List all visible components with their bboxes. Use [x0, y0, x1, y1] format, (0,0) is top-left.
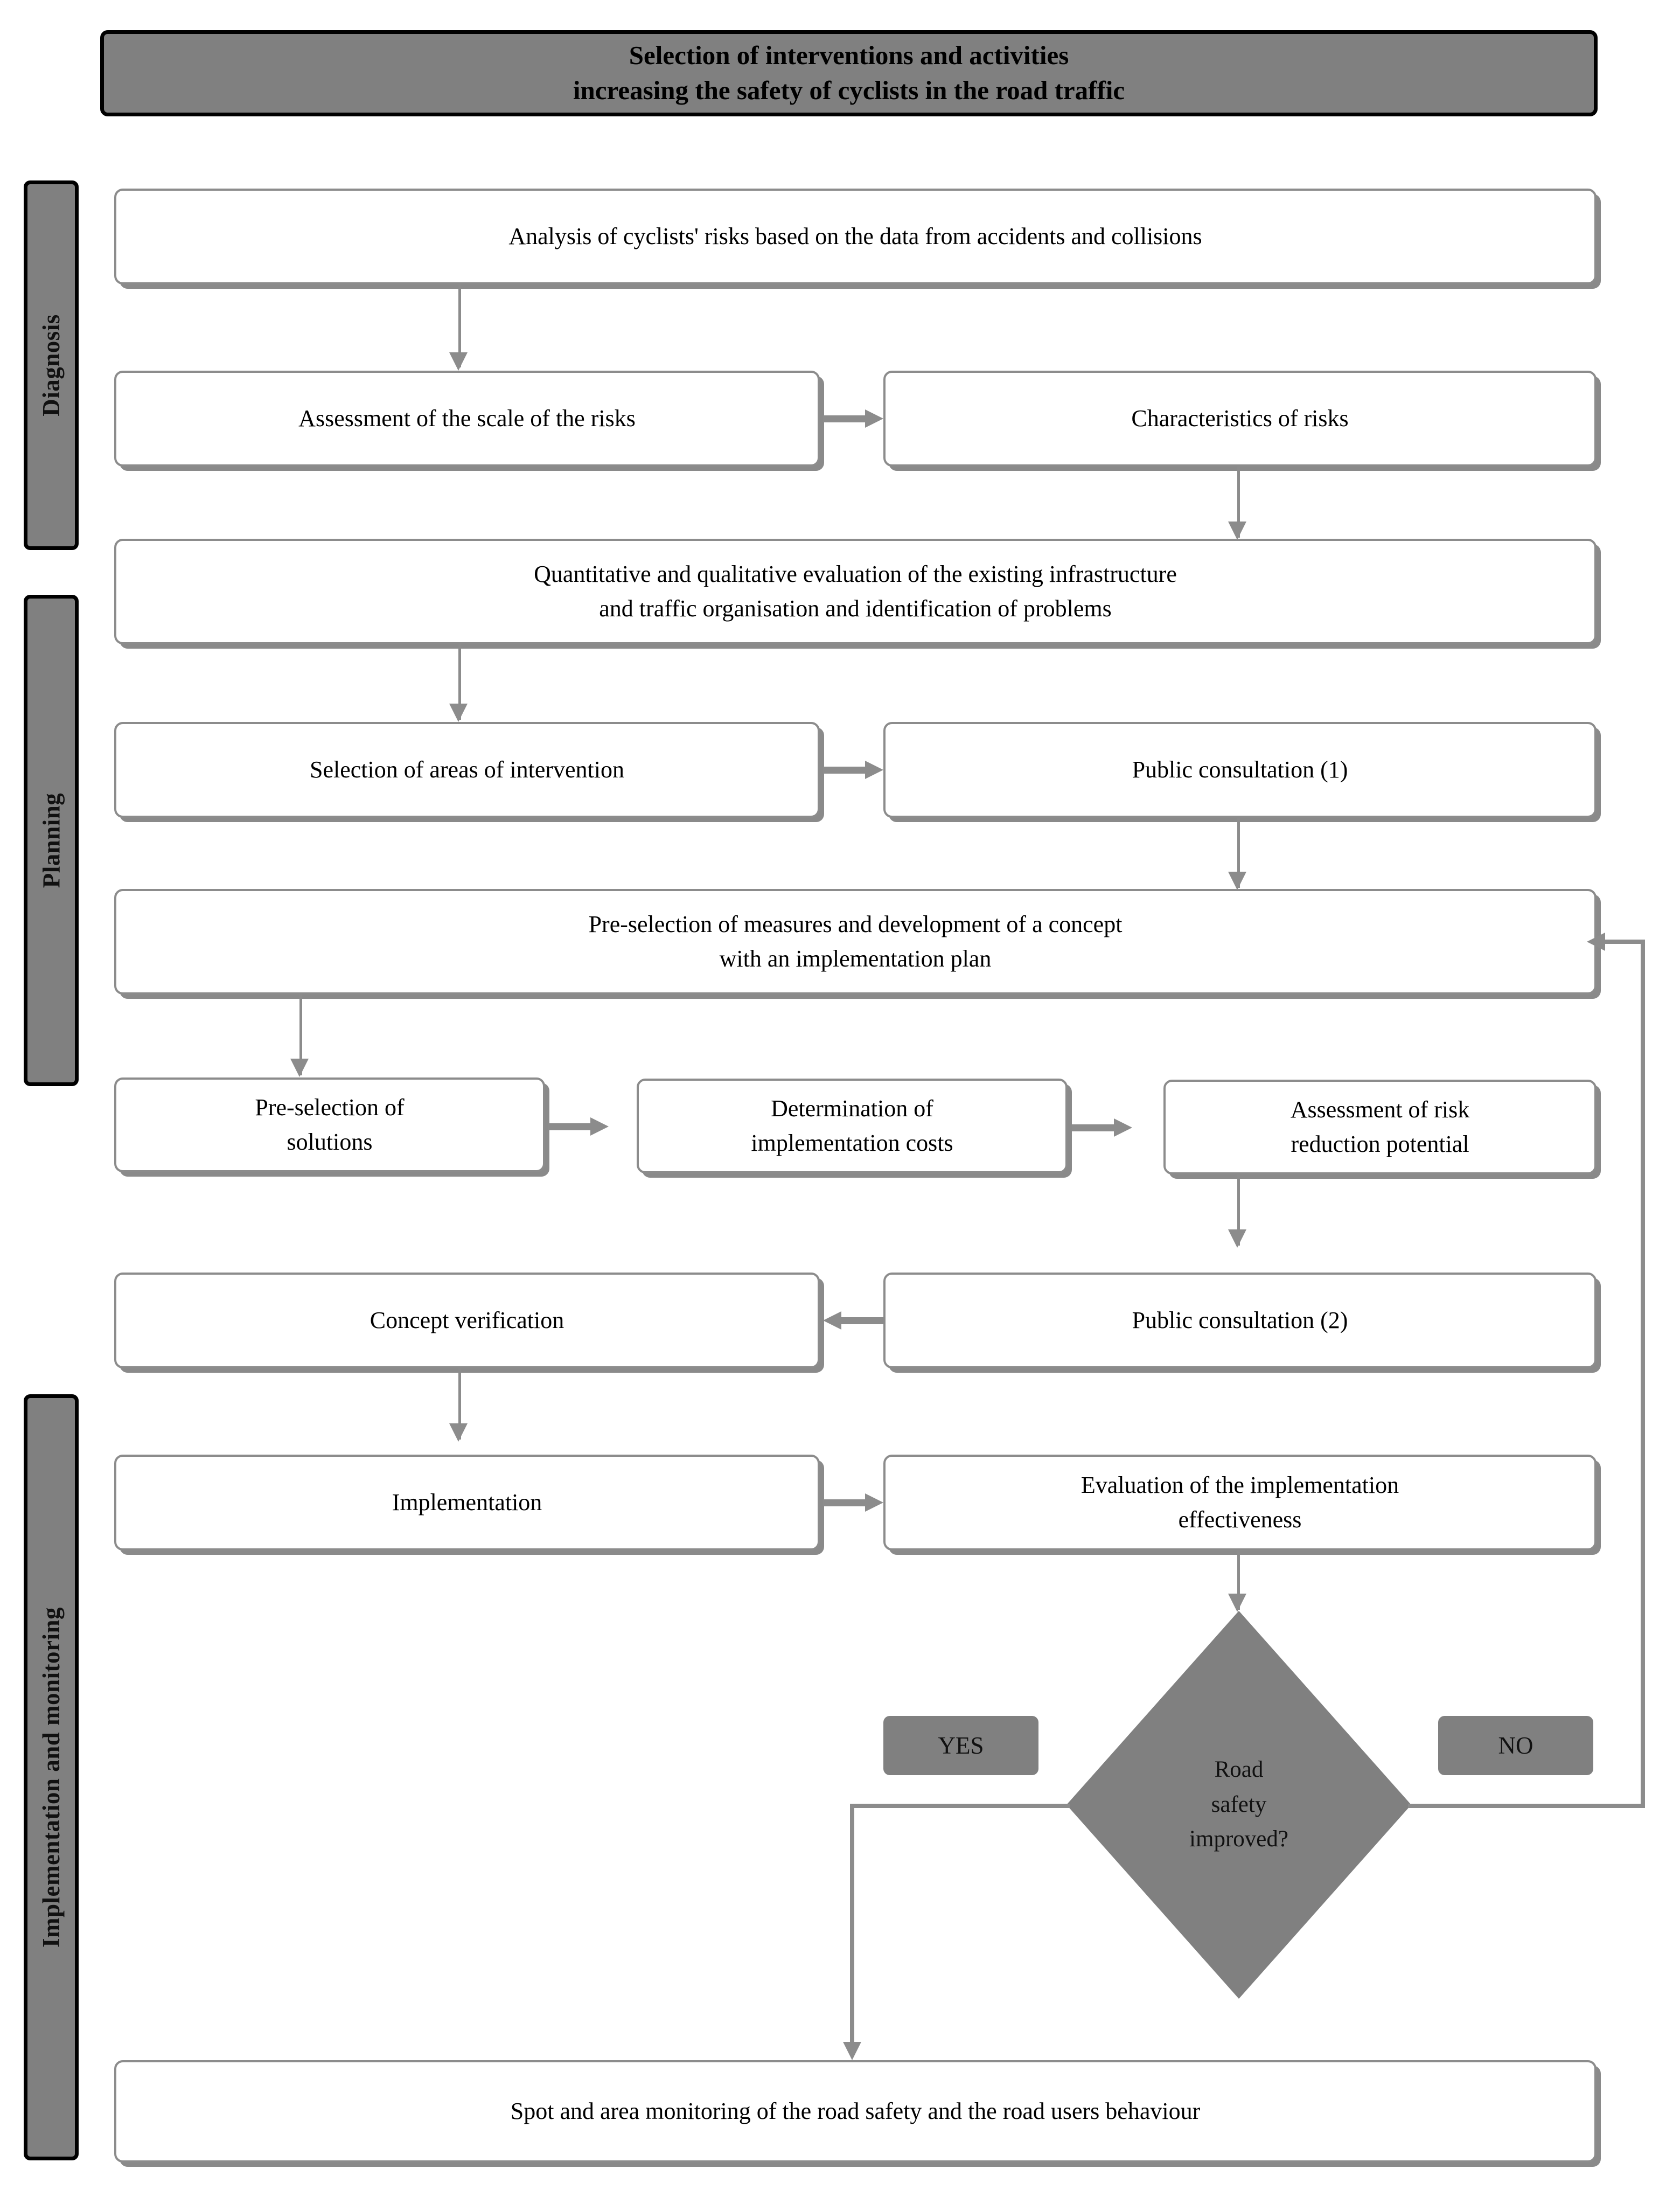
node-preselection-solutions-line-2: solutions: [287, 1129, 373, 1155]
node-selection-of-areas-of-intervention[interactable]: Selection of areas of intervention: [114, 722, 820, 818]
arrowhead-evaluation-to-selection-areas: [449, 704, 468, 722]
node-evaluation-effectiveness-line-1: Evaluation of the implementation: [1081, 1472, 1399, 1499]
edge-preselection-measures-to-solutions: [299, 995, 302, 1075]
edge-no-horizontal-bottom: [1408, 1804, 1645, 1808]
node-assessment-risk-line-1: Assessment of risk: [1290, 1096, 1470, 1123]
arrowhead-concept-verification-to-implementation: [449, 1423, 468, 1442]
node-evaluation-of-implementation-effectiveness[interactable]: Evaluation of the implementation effecti…: [883, 1455, 1597, 1551]
phase-label-diagnosis: Diagnosis: [38, 314, 65, 416]
node-determination-costs-line-1: Determination of: [771, 1095, 933, 1122]
node-evaluation-effectiveness-line-2: effectiveness: [1178, 1506, 1302, 1533]
arrowhead-characteristics-to-evaluation: [1228, 522, 1246, 540]
decision-question-label: Road safety improved?: [1189, 1757, 1288, 1852]
edge-implementation-to-evaluation-effectiveness: [823, 1499, 869, 1506]
edge-evaluation-to-selection-areas: [458, 644, 461, 720]
node-preselection-solutions-line-1: Pre-selection of: [255, 1094, 405, 1121]
node-public-consultation-2-label: Public consultation (2): [1132, 1307, 1348, 1334]
arrowhead-consultation-1-to-preselection-measures: [1228, 872, 1246, 890]
edge-no-horizontal-top: [1603, 940, 1645, 944]
edge-characteristics-to-evaluation: [1237, 467, 1240, 538]
edge-analysis-to-assessment: [458, 284, 461, 367]
arrowhead-analysis-to-assessment: [449, 352, 468, 371]
edge-solutions-to-costs: [548, 1123, 595, 1130]
phase-label-planning: Planning: [38, 792, 65, 888]
node-analysis-label: Analysis of cyclists' risks based on the…: [508, 223, 1202, 250]
node-preselection-measures-line-1: Pre-selection of measures and developmen…: [588, 911, 1123, 938]
node-preselection-of-measures-and-concept[interactable]: Pre-selection of measures and developmen…: [114, 889, 1597, 995]
node-preselection-measures-line-2: with an implementation plan: [719, 945, 992, 972]
arrowhead-assessment-to-characteristics: [865, 409, 883, 428]
edge-evaluation-effectiveness-to-decision: [1237, 1551, 1240, 1610]
arrowhead-consultation-2-to-concept-verification: [823, 1311, 841, 1330]
edge-no-vertical: [1641, 940, 1645, 1808]
no-label: NO: [1498, 1732, 1533, 1759]
arrowhead-costs-to-risk-assessment: [1114, 1118, 1132, 1137]
arrowhead-selection-areas-to-consultation-1: [865, 761, 883, 779]
node-quantitative-qualitative-evaluation[interactable]: Quantitative and qualitative evaluation …: [114, 539, 1597, 644]
edge-concept-verification-to-implementation: [458, 1368, 461, 1440]
node-public-consultation-1[interactable]: Public consultation (1): [883, 722, 1597, 818]
node-concept-verification[interactable]: Concept verification: [114, 1273, 820, 1368]
decision-road-safety-improved[interactable]: Road safety improved?: [1066, 1611, 1411, 1999]
edge-risk-assessment-to-consultation-2: [1237, 1174, 1240, 1246]
arrowhead-evaluation-effectiveness-to-decision: [1228, 1594, 1246, 1612]
node-spot-and-area-monitoring[interactable]: Spot and area monitoring of the road saf…: [114, 2060, 1597, 2163]
edge-yes-vertical: [850, 1804, 854, 2052]
node-determination-of-implementation-costs[interactable]: Determination of implementation costs: [637, 1079, 1068, 1173]
node-evaluation-infra-line-1: Quantitative and qualitative evaluation …: [534, 561, 1177, 588]
decision-branch-label-no: NO: [1438, 1716, 1593, 1775]
diagram-title-line-1: Selection of interventions and activitie…: [629, 40, 1069, 71]
phase-label-implementation-and-monitoring: Implementation and monitoring: [38, 1607, 65, 1948]
edge-consultation-1-to-preselection-measures: [1237, 818, 1240, 888]
node-assessment-scale-label: Assessment of the scale of the risks: [298, 405, 636, 432]
node-preselection-of-solutions[interactable]: Pre-selection of solutions: [114, 1077, 545, 1172]
node-assessment-risk-line-2: reduction potential: [1291, 1131, 1469, 1157]
phase-bar-diagnosis: Diagnosis: [24, 180, 79, 550]
arrowhead-solutions-to-costs: [590, 1117, 609, 1136]
node-assessment-of-risk-reduction-potential[interactable]: Assessment of risk reduction potential: [1163, 1080, 1597, 1174]
diagram-title-banner: Selection of interventions and activitie…: [100, 30, 1598, 116]
node-assessment-of-the-scale-of-the-risks[interactable]: Assessment of the scale of the risks: [114, 371, 820, 467]
arrowhead-yes-to-monitoring: [843, 2042, 861, 2060]
node-determination-costs-line-2: implementation costs: [751, 1130, 953, 1156]
arrowhead-preselection-measures-to-solutions: [290, 1059, 309, 1077]
node-evaluation-infra-line-2: and traffic organisation and identificat…: [599, 595, 1112, 622]
node-implementation-label: Implementation: [392, 1489, 542, 1516]
node-implementation[interactable]: Implementation: [114, 1455, 820, 1551]
edge-assessment-to-characteristics: [823, 415, 869, 422]
yes-label: YES: [938, 1732, 984, 1759]
node-characteristics-of-risks[interactable]: Characteristics of risks: [883, 371, 1597, 467]
node-concept-verification-label: Concept verification: [370, 1307, 564, 1334]
node-public-consultation-1-label: Public consultation (1): [1132, 756, 1348, 783]
node-analysis-of-cyclists-risks[interactable]: Analysis of cyclists' risks based on the…: [114, 189, 1597, 284]
node-monitoring-label: Spot and area monitoring of the road saf…: [510, 2098, 1201, 2125]
arrowhead-risk-assessment-to-consultation-2: [1228, 1229, 1246, 1248]
edge-selection-areas-to-consultation-1: [823, 767, 869, 774]
diagram-title-line-2: increasing the safety of cyclists in the…: [573, 75, 1125, 105]
edge-yes-horizontal: [850, 1804, 1070, 1808]
node-public-consultation-2[interactable]: Public consultation (2): [883, 1273, 1597, 1368]
arrowhead-no-to-preselection-measures: [1587, 933, 1605, 951]
decision-branch-label-yes: YES: [883, 1716, 1038, 1775]
node-characteristics-label: Characteristics of risks: [1131, 405, 1349, 432]
edge-consultation-2-to-concept-verification: [839, 1317, 886, 1324]
node-selection-areas-label: Selection of areas of intervention: [309, 756, 624, 783]
phase-bar-implementation-and-monitoring: Implementation and monitoring: [24, 1394, 79, 2160]
arrowhead-implementation-to-evaluation-effectiveness: [865, 1493, 883, 1512]
phase-bar-planning: Planning: [24, 595, 79, 1086]
edge-costs-to-risk-assessment: [1072, 1124, 1118, 1131]
